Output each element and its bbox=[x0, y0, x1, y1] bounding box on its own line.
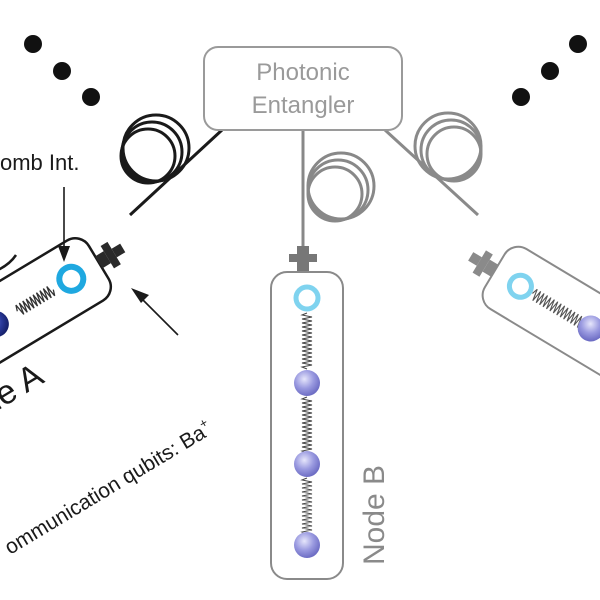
node-b-comm-qubit bbox=[293, 284, 321, 312]
node-b-memory-ion-3 bbox=[294, 532, 320, 558]
node-a-spring bbox=[15, 286, 56, 315]
node-b-memory-ion-2 bbox=[294, 451, 320, 477]
coulomb-annotation: omb Int. bbox=[0, 150, 79, 175]
node-c-memory-ion bbox=[577, 315, 600, 342]
photonic-entangler-box: Photonic Entangler bbox=[203, 46, 403, 131]
comm-qubits-text: ommunication qubits: Ba bbox=[1, 421, 210, 559]
node-b-spring-2 bbox=[300, 396, 313, 454]
ellipsis-dots-right bbox=[512, 35, 587, 106]
fiber-node-b bbox=[301, 130, 376, 246]
node-b-label: Node B bbox=[358, 465, 391, 565]
node-b-spring-3 bbox=[300, 477, 313, 535]
svg-text:ommunication qubits: Ba+: ommunication qubits: Ba+ bbox=[0, 415, 216, 560]
node-c bbox=[468, 245, 600, 404]
node-a-arc-fragment bbox=[0, 254, 18, 271]
comm-qubit-arrow bbox=[131, 288, 179, 336]
node-c-spring bbox=[532, 288, 583, 328]
entangler-label-line1: Photonic bbox=[256, 59, 349, 86]
node-a-comm-qubit bbox=[56, 263, 87, 294]
node-a-connector bbox=[95, 241, 126, 269]
node-c-connector bbox=[468, 250, 499, 277]
node-b-connector bbox=[289, 246, 317, 272]
node-b-spring-1 bbox=[300, 312, 313, 370]
node-a: de A bbox=[0, 237, 126, 424]
node-b-memory-ion-1 bbox=[294, 370, 320, 396]
entangler-label-line2: Entangler bbox=[252, 92, 355, 119]
comm-qubits-annotation: ommunication qubits: Ba+ bbox=[0, 415, 216, 560]
node-a-memory-ion bbox=[0, 311, 9, 338]
coulomb-arrow bbox=[58, 187, 70, 262]
fiber-node-a bbox=[119, 113, 224, 217]
fiber-node-c bbox=[383, 111, 483, 217]
ellipsis-dots-left bbox=[24, 35, 100, 106]
node-c-comm-qubit bbox=[506, 272, 534, 300]
node-b: Node B bbox=[270, 246, 391, 580]
node-a-label: de A bbox=[0, 356, 50, 424]
